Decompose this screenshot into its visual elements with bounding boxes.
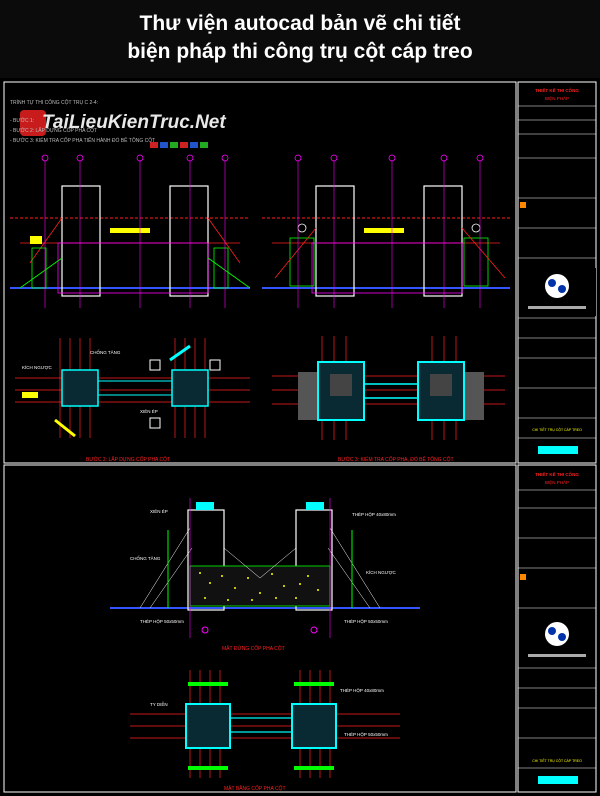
svg-text:MẶT ĐỨNG CỐP PHA CỘT: MẶT ĐỨNG CỐP PHA CỘT (222, 645, 285, 652)
svg-text:TRÌNH TỰ THI CÔNG CỘT TRỤ C 2-: TRÌNH TỰ THI CÔNG CỘT TRỤ C 2-4: (10, 99, 98, 106)
svg-text:BIỆN PHÁP: BIỆN PHÁP (545, 94, 569, 101)
elevation-step2 (10, 154, 251, 308)
svg-text:THÉP HỘP 40x80mm: THÉP HỘP 40x80mm (340, 687, 384, 693)
plan-step2: CHỐNG TĂNG KÍCH NGƯỢC XIÊN ÉP BƯỚC 2: LẮ… (15, 338, 250, 463)
svg-text:THÉP HỘP 40x80mm: THÉP HỘP 40x80mm (352, 511, 396, 517)
svg-text:THIẾT KẾ THI CÔNG: THIẾT KẾ THI CÔNG (535, 470, 579, 477)
svg-text:BƯỚC 2: LẮP DỰNG CỐP PHA CỘT: BƯỚC 2: LẮP DỰNG CỐP PHA CỘT (86, 455, 170, 463)
svg-text:CHỐNG TĂNG: CHỐNG TĂNG (130, 555, 161, 561)
title-block-top: THIẾT KẾ THI CÔNG BIỆN PHÁP CHI TIẾT TRỤ… (518, 86, 596, 454)
svg-text:KÍCH NGƯỢC: KÍCH NGƯỢC (22, 364, 52, 370)
elevation-formwork: THÉP HỘP 50x50mm THÉP HỘP 50x50mm THÉP H… (110, 498, 420, 652)
svg-text:BIỆN PHÁP: BIỆN PHÁP (545, 478, 569, 485)
svg-text:- BƯỚC 3: KIỂM TRA CỐP PHA TIẾ: - BƯỚC 3: KIỂM TRA CỐP PHA TIẾN HÀNH ĐỔ … (10, 136, 155, 144)
svg-text:BƯỚC 3: KIỂM TRA CỐP PHA, ĐỔ B: BƯỚC 3: KIỂM TRA CỐP PHA, ĐỔ BÊ TÔNG CỘT (338, 455, 454, 463)
watermark: TaiLieuKienTruc.Net (20, 110, 226, 148)
svg-text:THIẾT KẾ THI CÔNG: THIẾT KẾ THI CÔNG (535, 86, 579, 93)
svg-text:MẶT BẰNG CỐP PHA CỘT: MẶT BẰNG CỐP PHA CỘT (224, 784, 286, 792)
svg-text:THÉP HỘP 50x50mm: THÉP HỘP 50x50mm (344, 618, 388, 624)
svg-text:KÍCH NGƯỢC: KÍCH NGƯỢC (366, 569, 396, 575)
notes: TRÌNH TỰ THI CÔNG CỘT TRỤ C 2-4: - BƯỚC … (10, 99, 155, 144)
svg-text:CHI TIẾT TRỤ CỘT CÁP TREO: CHI TIẾT TRỤ CỘT CÁP TREO (532, 427, 582, 432)
plan-formwork: THÉP HỘP 40x80mm THÉP HỘP 50x50mm TY DIỄ… (130, 670, 400, 792)
svg-text:THÉP HỘP 50x50mm: THÉP HỘP 50x50mm (140, 618, 184, 624)
header: Thư viện autocad bản vẽ chi tiết biện ph… (0, 0, 600, 78)
elevation-step3 (262, 154, 510, 308)
svg-text:XIÊN ÉP: XIÊN ÉP (150, 507, 168, 514)
title-block-bottom: THIẾT KẾ THI CÔNG BIỆN PHÁP CHI TIẾT TRỤ… (518, 470, 596, 784)
title-line-1: Thư viện autocad bản vẽ chi tiết (139, 12, 461, 35)
bottom-title-block-frame (517, 464, 597, 793)
title-line-2: biện pháp thi công trụ cột cáp treo (127, 40, 473, 63)
svg-text:TY DIỄN: TY DIỄN (150, 701, 168, 707)
svg-text:- BƯỚC 2: LẮP DỰNG CỐP PHA CỘT: - BƯỚC 2: LẮP DỰNG CỐP PHA CỘT (10, 126, 97, 134)
svg-text:- BƯỚC 1:: - BƯỚC 1: (10, 117, 34, 124)
bottom-frame (3, 464, 517, 793)
svg-text:THÉP HỘP 50x50mm: THÉP HỘP 50x50mm (344, 731, 388, 737)
svg-text:CHỐNG TĂNG: CHỐNG TĂNG (90, 349, 121, 355)
cad-drawing-sheet: TaiLieuKienTruc.Net TRÌNH TỰ THI CÔNG CỘ… (0, 78, 600, 796)
plan-step3: BƯỚC 3: KIỂM TRA CỐP PHA, ĐỔ BÊ TÔNG CỘT (272, 336, 505, 463)
svg-text:TaiLieuKienTruc.Net: TaiLieuKienTruc.Net (42, 112, 226, 133)
top-frame (3, 81, 517, 464)
svg-text:CHI TIẾT TRỤ CỘT CÁP TREO: CHI TIẾT TRỤ CỘT CÁP TREO (532, 758, 582, 763)
svg-text:XIÊN ÉP: XIÊN ÉP (140, 407, 158, 414)
